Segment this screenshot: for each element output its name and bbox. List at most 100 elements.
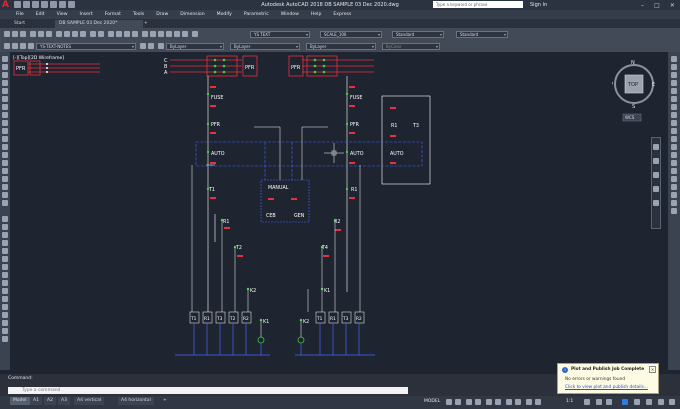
table-icon[interactable]: [2, 192, 8, 198]
markup-icon[interactable]: [174, 31, 180, 37]
join-icon[interactable]: [2, 312, 8, 318]
linear-dim-icon[interactable]: [671, 56, 677, 62]
explode-icon[interactable]: [2, 336, 8, 342]
design-center-icon[interactable]: [150, 31, 156, 37]
new-icon[interactable]: [4, 31, 10, 37]
menu-format[interactable]: Format: [104, 12, 121, 17]
trim-icon[interactable]: [2, 288, 8, 294]
stretch-icon[interactable]: [2, 280, 8, 286]
make-block-icon[interactable]: [2, 152, 8, 158]
tool-palettes-icon[interactable]: [158, 31, 164, 37]
layout-tab-a2[interactable]: A2: [44, 397, 56, 405]
arc-length-icon[interactable]: [671, 72, 677, 78]
dim-style-select[interactable]: Standard▾: [392, 31, 444, 38]
viewcube-west[interactable]: W: [608, 82, 613, 88]
save-as-icon[interactable]: [41, 1, 48, 8]
revision-cloud-icon[interactable]: [2, 112, 8, 118]
scale-icon[interactable]: [2, 272, 8, 278]
distance-icon[interactable]: [671, 208, 677, 214]
move-icon[interactable]: [2, 256, 8, 262]
sign-in-button[interactable]: Sign In: [530, 2, 548, 8]
cut-icon[interactable]: [56, 31, 62, 37]
customization-icon[interactable]: [658, 399, 664, 405]
match-properties-icon[interactable]: [80, 31, 86, 37]
point-icon[interactable]: [2, 160, 8, 166]
angular-icon[interactable]: [671, 104, 677, 110]
lineweight-select[interactable]: ByLayer▾: [306, 43, 376, 50]
zoom-realtime-icon[interactable]: [116, 31, 122, 37]
layout-tab-a3[interactable]: A3: [58, 397, 70, 405]
hardware-acceleration-icon[interactable]: [634, 399, 640, 405]
workspace-icon[interactable]: [584, 399, 590, 405]
text-style-select[interactable]: YS TEXT▾: [250, 31, 310, 38]
layer-freeze-icon[interactable]: [20, 43, 26, 49]
table-style-select[interactable]: Standard▾: [456, 31, 508, 38]
dim-scale-select[interactable]: SCALE_100▾: [320, 31, 382, 38]
steering-wheel-icon[interactable]: [653, 144, 659, 150]
leader-icon[interactable]: [671, 184, 677, 190]
color-icon[interactable]: [158, 43, 164, 49]
measure-icon[interactable]: [671, 192, 677, 198]
save-icon[interactable]: [32, 1, 39, 8]
isolate-objects-icon[interactable]: [622, 399, 628, 405]
menu-tools[interactable]: Tools: [132, 12, 145, 17]
hatch-icon[interactable]: [2, 168, 8, 174]
lineweight-icon[interactable]: [506, 399, 512, 405]
menu-icon[interactable]: [669, 399, 675, 405]
preview-icon[interactable]: [38, 31, 44, 37]
grid-icon[interactable]: [446, 399, 452, 405]
circle-icon[interactable]: [2, 104, 8, 110]
zoom-window-icon[interactable]: [124, 31, 130, 37]
undo-icon[interactable]: [59, 1, 66, 8]
menu-draw[interactable]: Draw: [156, 12, 169, 17]
erase-icon[interactable]: [2, 216, 8, 222]
annotation-icon[interactable]: [535, 399, 541, 405]
aligned-dim-icon[interactable]: [671, 64, 677, 70]
offset-icon[interactable]: [2, 240, 8, 246]
units-icon[interactable]: [596, 399, 602, 405]
ordinate-icon[interactable]: [671, 80, 677, 86]
zoom-extents-icon[interactable]: [653, 172, 659, 178]
extend-icon[interactable]: [2, 296, 8, 302]
snap-icon[interactable]: [455, 399, 461, 405]
help-icon[interactable]: [192, 31, 198, 37]
otrack-icon[interactable]: [495, 399, 501, 405]
quick-properties-icon[interactable]: [606, 399, 612, 405]
paste-icon[interactable]: [72, 31, 78, 37]
layer-lock-icon[interactable]: [28, 43, 34, 49]
menu-dimension[interactable]: Dimension: [180, 12, 205, 17]
layer-select[interactable]: YS-TEXT-NOTES▾: [36, 43, 136, 50]
properties-icon[interactable]: [142, 31, 148, 37]
tolerance-icon[interactable]: [671, 136, 677, 142]
save-icon[interactable]: [20, 31, 26, 37]
polygon-icon[interactable]: [2, 80, 8, 86]
menu-view[interactable]: View: [56, 12, 68, 17]
copy-object-icon[interactable]: [2, 224, 8, 230]
transparency-icon[interactable]: [515, 399, 521, 405]
viewport-controls-label[interactable]: [-][Top][2D Wireframe]: [13, 55, 64, 61]
open-icon[interactable]: [23, 1, 30, 8]
viewcube-top-face[interactable]: [624, 74, 644, 94]
redo-icon[interactable]: [98, 31, 104, 37]
showmotion-icon[interactable]: [653, 200, 659, 206]
menu-express[interactable]: Express: [333, 12, 352, 17]
plot-publish-notification[interactable]: i Plot and Publish Job Complete ✕ No err…: [557, 363, 659, 394]
view-details-link[interactable]: Click to view plot and publish details..…: [565, 385, 648, 390]
ortho-icon[interactable]: [466, 399, 472, 405]
menu-modify[interactable]: Modify: [216, 12, 232, 17]
viewcube[interactable]: TOP N S E W WCS: [608, 58, 656, 122]
diameter-icon[interactable]: [671, 96, 677, 102]
viewcube-north[interactable]: N: [631, 60, 635, 66]
array-icon[interactable]: [2, 248, 8, 254]
rotate-icon[interactable]: [2, 264, 8, 270]
orbit-icon[interactable]: [653, 186, 659, 192]
close-icon[interactable]: ✕: [649, 366, 656, 373]
zoom-previous-icon[interactable]: [132, 31, 138, 37]
quickcalc-icon[interactable]: [182, 31, 188, 37]
menu-insert[interactable]: Insert: [79, 12, 93, 17]
model-space-button[interactable]: MODEL: [424, 399, 441, 404]
layer-on-icon[interactable]: [12, 43, 18, 49]
spline-icon[interactable]: [2, 120, 8, 126]
baseline-icon[interactable]: [671, 120, 677, 126]
dim-style-icon[interactable]: [671, 168, 677, 174]
